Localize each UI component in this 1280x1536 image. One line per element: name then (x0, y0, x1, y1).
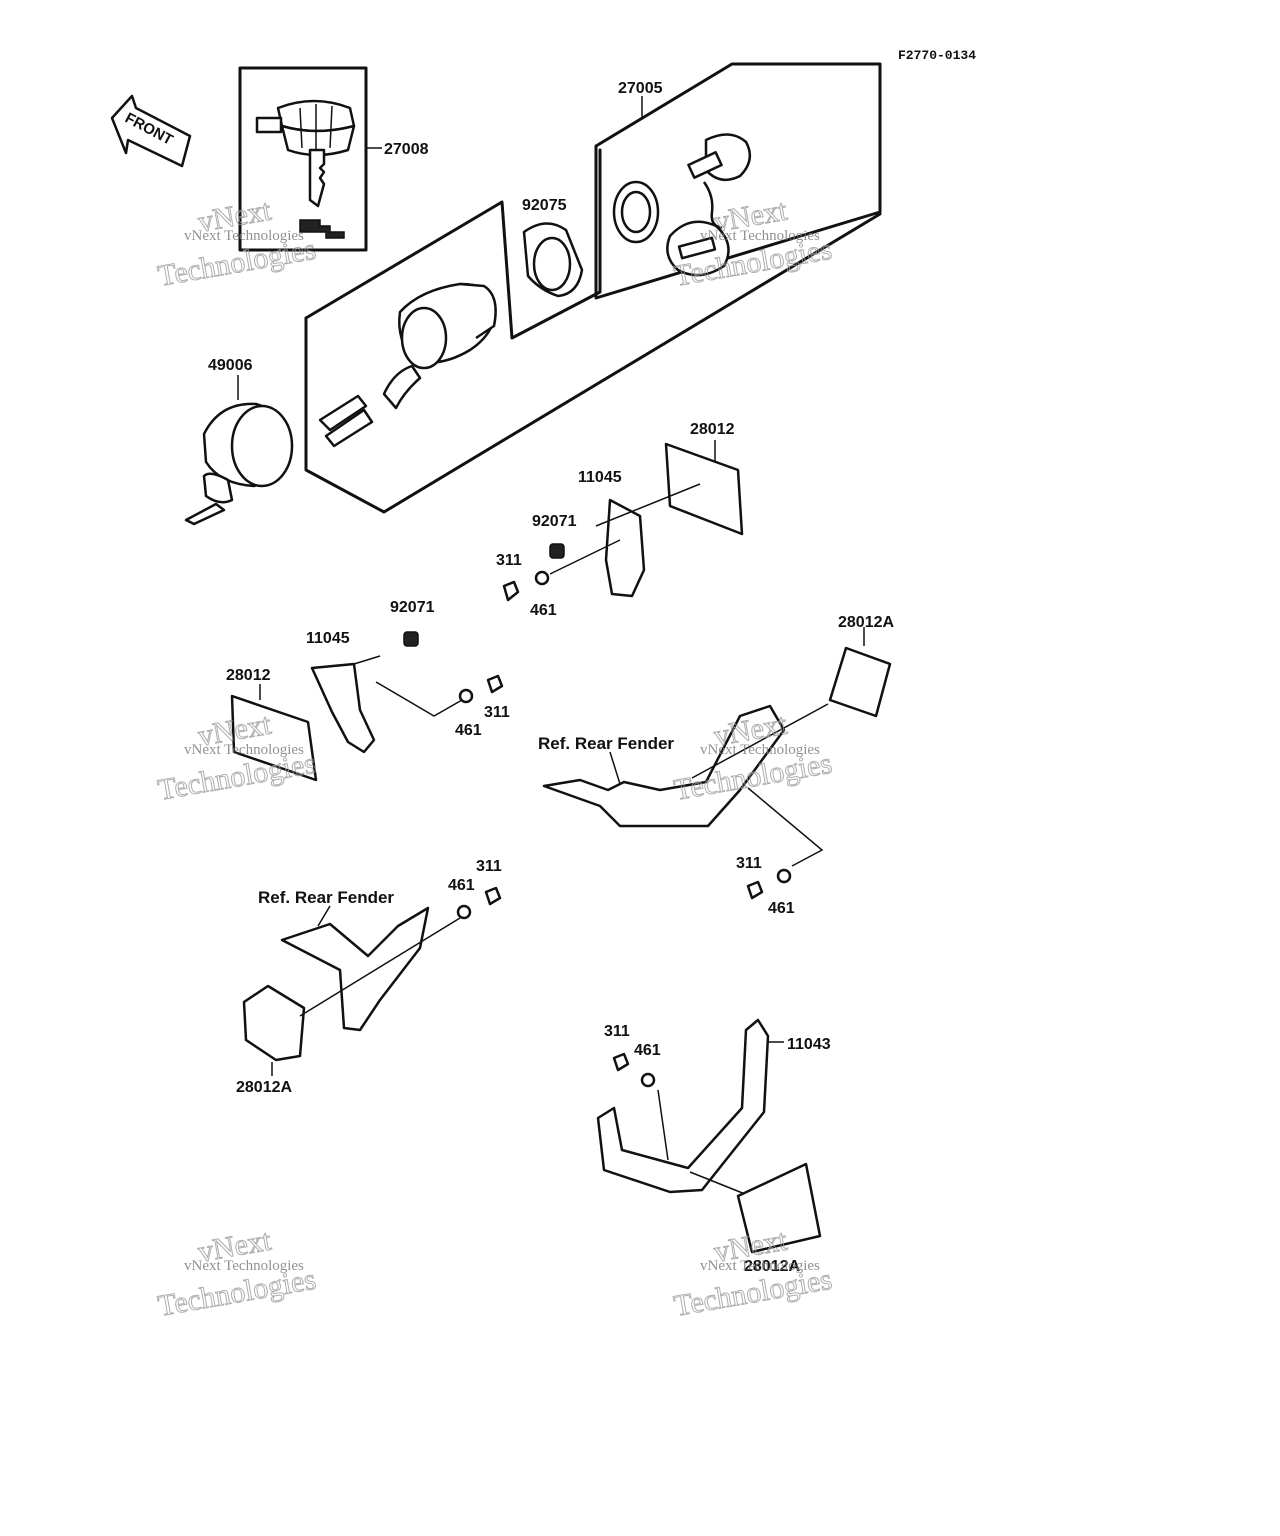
part-label-28012A-bottom: 28012A (744, 1258, 800, 1275)
part-label-11045-left: 11045 (306, 630, 350, 647)
part-label-28012A-left: 28012A (236, 1079, 292, 1096)
part-label-92071-left: 92071 (390, 599, 435, 616)
lock-set-group (594, 62, 882, 300)
reflector-assembly-left (230, 631, 504, 782)
svg-text:vNext Technologies: vNext Technologies (184, 742, 304, 758)
part-label-461-left: 461 (455, 722, 482, 739)
bracket-11045-left-icon (310, 662, 376, 754)
gas-cap-icon (612, 133, 752, 277)
part-label-28012-left: 28012 (226, 667, 271, 684)
part-label-92071-upper: 92071 (532, 513, 577, 530)
reflector-28012-upper-icon (664, 442, 744, 536)
front-arrow-icon: FRONT (110, 94, 192, 168)
part-label-311-right: 311 (736, 855, 762, 872)
ref-rear-fender-right: Ref. Rear Fender (538, 734, 674, 753)
ignition-switch-icon (318, 282, 497, 448)
rear-fender-assembly-left (242, 886, 502, 1076)
svg-text:vNext Technologies: vNext Technologies (184, 228, 304, 244)
watermark-bottom-left: vNext vNext Technologies Technologies (155, 1223, 319, 1323)
part-label-311-lower-left: 311 (476, 858, 502, 875)
reflector-28012A-bottom-icon (736, 1162, 822, 1254)
ref-rear-fender-left: Ref. Rear Fender (258, 888, 394, 907)
rear-fender-bracket-left-icon (280, 906, 430, 1032)
nut-92071-left-icon (403, 631, 419, 647)
part-label-311-bottom: 311 (604, 1023, 630, 1040)
svg-text:vNext Technologies: vNext Technologies (700, 742, 820, 758)
nut-311-left-icon (486, 674, 504, 694)
part-label-461-upper: 461 (530, 602, 557, 619)
bracket-11043-assembly (596, 1018, 822, 1254)
part-label-11043: 11043 (787, 1036, 831, 1053)
part-label-28012-upper: 28012 (690, 421, 735, 438)
part-label-92075: 92075 (522, 197, 567, 214)
nut-311-lower-left-icon (484, 886, 502, 906)
nut-311-bottom-icon (612, 1052, 630, 1072)
nut-92071-upper-icon (549, 543, 565, 559)
reflector-28012A-left-icon (242, 984, 306, 1062)
washer-461-left-icon (458, 688, 474, 704)
part-label-28012A-right: 28012A (838, 614, 894, 631)
part-label-11045-upper: 11045 (578, 469, 622, 486)
key-icon (255, 99, 356, 208)
washer-461-right-icon (776, 868, 792, 884)
part-label-27008: 27008 (384, 141, 429, 158)
part-label-461-bottom: 461 (634, 1042, 661, 1059)
part-label-311-upper: 311 (496, 552, 522, 569)
nut-311-upper-icon (502, 580, 520, 602)
part-label-27005: 27005 (618, 80, 663, 97)
part-label-311-left: 311 (484, 704, 510, 721)
washer-461-upper-icon (534, 570, 550, 586)
svg-text:vNext Technologies: vNext Technologies (700, 1258, 820, 1274)
key-set-group (238, 66, 382, 252)
washer-461-lower-left-icon (456, 904, 472, 920)
part-label-49006: 49006 (208, 357, 253, 374)
reflector-assembly-upper (502, 440, 744, 602)
seal-ring-icon (522, 222, 584, 298)
reflector-28012-left-icon (230, 694, 318, 782)
watermark-mid-right: vNext vNext Technologies Technologies (671, 707, 835, 807)
washer-461-bottom-icon (640, 1072, 656, 1088)
part-label-461-right: 461 (768, 900, 795, 917)
horn-icon (184, 375, 294, 526)
reflector-28012A-right-icon (828, 646, 892, 718)
bracket-11043-icon (596, 1018, 770, 1194)
ignition-switch-group (304, 148, 882, 514)
rear-fender-assembly-right (542, 627, 892, 900)
svg-text:vNext Technologies: vNext Technologies (700, 228, 820, 244)
nut-311-right-icon (746, 880, 764, 900)
part-label-461-lower-left: 461 (448, 877, 475, 894)
watermark-top-left: vNext vNext Technologies Technologies (155, 193, 319, 293)
svg-text:vNext Technologies: vNext Technologies (184, 1258, 304, 1274)
bracket-11045-upper-icon (604, 498, 646, 598)
diagram-code: F2770-0134 (898, 48, 976, 63)
rear-fender-bracket-icon (542, 704, 786, 828)
